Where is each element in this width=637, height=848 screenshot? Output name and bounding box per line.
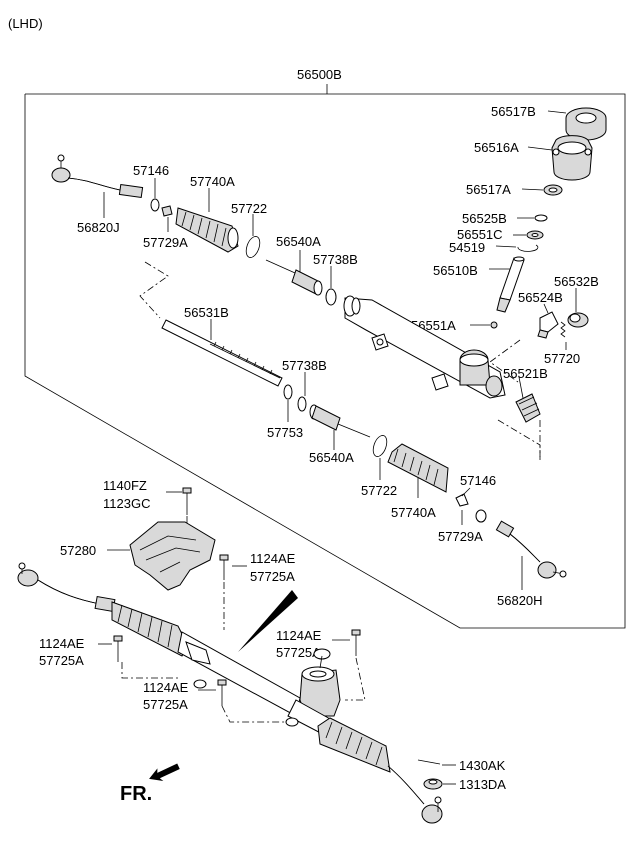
label-1313DA: 1313DA (459, 777, 506, 792)
label-1124AE-c: 1124AE (276, 628, 322, 643)
part-57729A-lower-nut (475, 509, 487, 523)
part-1124AE-bolt-d (217, 679, 227, 706)
label-56551C: 56551C (457, 227, 503, 242)
label-56820J: 56820J (77, 220, 120, 235)
label-56517A: 56517A (466, 182, 511, 197)
part-56540A-lower-inner-rod (309, 404, 371, 438)
part-57738B-upper-ring (325, 288, 337, 306)
part-57740A-upper-boot (175, 207, 239, 253)
part-57740A-lower-boot (387, 443, 449, 493)
label-57753: 57753 (267, 425, 303, 440)
label-1123GC: 1123GC (103, 496, 150, 511)
label-57725A-d: 57725A (143, 697, 188, 712)
part-56521B-seal (515, 393, 541, 423)
part-56525B-washer (534, 214, 548, 222)
dashline-bolt-b (121, 662, 178, 679)
leader-56517B (547, 110, 567, 114)
part-56820J-tie-rod-end (51, 154, 144, 199)
part-56517B-cap (565, 107, 607, 141)
assembly-frame (24, 93, 626, 629)
label-57740A-lower: 57740A (391, 505, 436, 520)
part-1140FZ-bolt (182, 487, 192, 515)
leader-56516A (527, 146, 553, 151)
leader-57146-lower (461, 487, 471, 497)
label-56820H: 56820H (497, 593, 543, 608)
leader-56521B (518, 376, 524, 399)
part-56516A-housing (551, 135, 593, 181)
label-57725A-c: 57725A (276, 645, 321, 660)
part-56540A-upper-inner-rod (265, 259, 323, 296)
part-56510B-pinion (496, 256, 525, 313)
part-57146-upper-washer (150, 198, 160, 212)
label-57280: 57280 (60, 543, 96, 558)
label-57729A-upper: 57729A (143, 235, 188, 250)
front-direction-label: FR. (120, 783, 152, 805)
front-arrow-icon (149, 763, 180, 782)
label-1124AE-b: 1124AE (39, 636, 85, 651)
part-1124AE-bolt-c (351, 629, 361, 656)
part-1124AE-bolt-b (113, 635, 123, 662)
part-57720-spring (560, 321, 566, 338)
part-1124AE-bolt-a (219, 554, 229, 580)
label-1124AE-a: 1124AE (250, 551, 296, 566)
label-54519: 54519 (449, 240, 485, 255)
assembled-steering-gear (17, 562, 443, 824)
leader-56524B (543, 303, 549, 314)
leader-54519 (495, 245, 517, 248)
dashline-right-b (497, 419, 541, 460)
part-57722-lower-clamp (372, 435, 388, 457)
part-57753-ring (283, 384, 293, 400)
label-57720: 57720 (544, 351, 580, 366)
part-gear-housing-upper (343, 295, 506, 399)
label-56521B: 56521B (503, 366, 548, 381)
pointer-wedge (238, 590, 298, 652)
part-56820H-tie-rod-end (495, 520, 567, 579)
label-57146-upper: 57146 (133, 163, 169, 178)
part-57729A-upper-clip (161, 205, 173, 217)
dashline-bolt-c (345, 657, 366, 701)
label-57725A-a: 57725A (250, 569, 295, 584)
label-56516A: 56516A (474, 140, 519, 155)
label-56524B: 56524B (518, 290, 563, 305)
part-56551C-nut (526, 230, 544, 240)
part-56517A-bearing (543, 184, 563, 196)
dashline-bolt-d (221, 705, 290, 723)
dashline-left (139, 261, 169, 319)
dashline-right-a (489, 339, 521, 383)
part-56531B-rack-bar (161, 319, 283, 387)
label-57738B-upper: 57738B (313, 252, 358, 267)
part-57280-heat-shield (129, 521, 216, 591)
part-54519-snap-ring (517, 244, 539, 252)
part-56551A-nut (490, 321, 498, 329)
label-56540A-lower: 56540A (309, 450, 354, 465)
part-57146-lower-clip (455, 493, 469, 507)
label-1140FZ: 1140FZ (103, 478, 147, 493)
leader-56517A (521, 188, 544, 191)
variant-label: (LHD) (8, 16, 43, 31)
label-56540A-upper: 56540A (276, 234, 321, 249)
label-56531B: 56531B (184, 305, 229, 320)
label-56510B: 56510B (433, 263, 478, 278)
label-57722-upper: 57722 (231, 201, 267, 216)
label-57738B-lower: 57738B (282, 358, 327, 373)
label-57722-lower: 57722 (361, 483, 397, 498)
part-56532B-plug (567, 312, 589, 328)
label-1430AK: 1430AK (459, 758, 506, 773)
part-57738B-lower-ring (297, 396, 307, 412)
label-56517B: 56517B (491, 104, 536, 119)
part-57722-upper-clamp (245, 236, 261, 258)
label-57740A-upper: 57740A (190, 174, 235, 189)
label-56525B: 56525B (462, 211, 507, 226)
part-1430AK-pin (417, 759, 441, 765)
label-57729A-lower: 57729A (438, 529, 483, 544)
assembly-number-label: 56500B (297, 67, 342, 82)
label-57725A-b: 57725A (39, 653, 84, 668)
label-56532B: 56532B (554, 274, 599, 289)
label-1124AE-d: 1124AE (143, 680, 189, 695)
label-57146-lower: 57146 (460, 473, 496, 488)
part-1313DA-nut (423, 778, 443, 790)
part-56524B-yoke (537, 311, 559, 339)
